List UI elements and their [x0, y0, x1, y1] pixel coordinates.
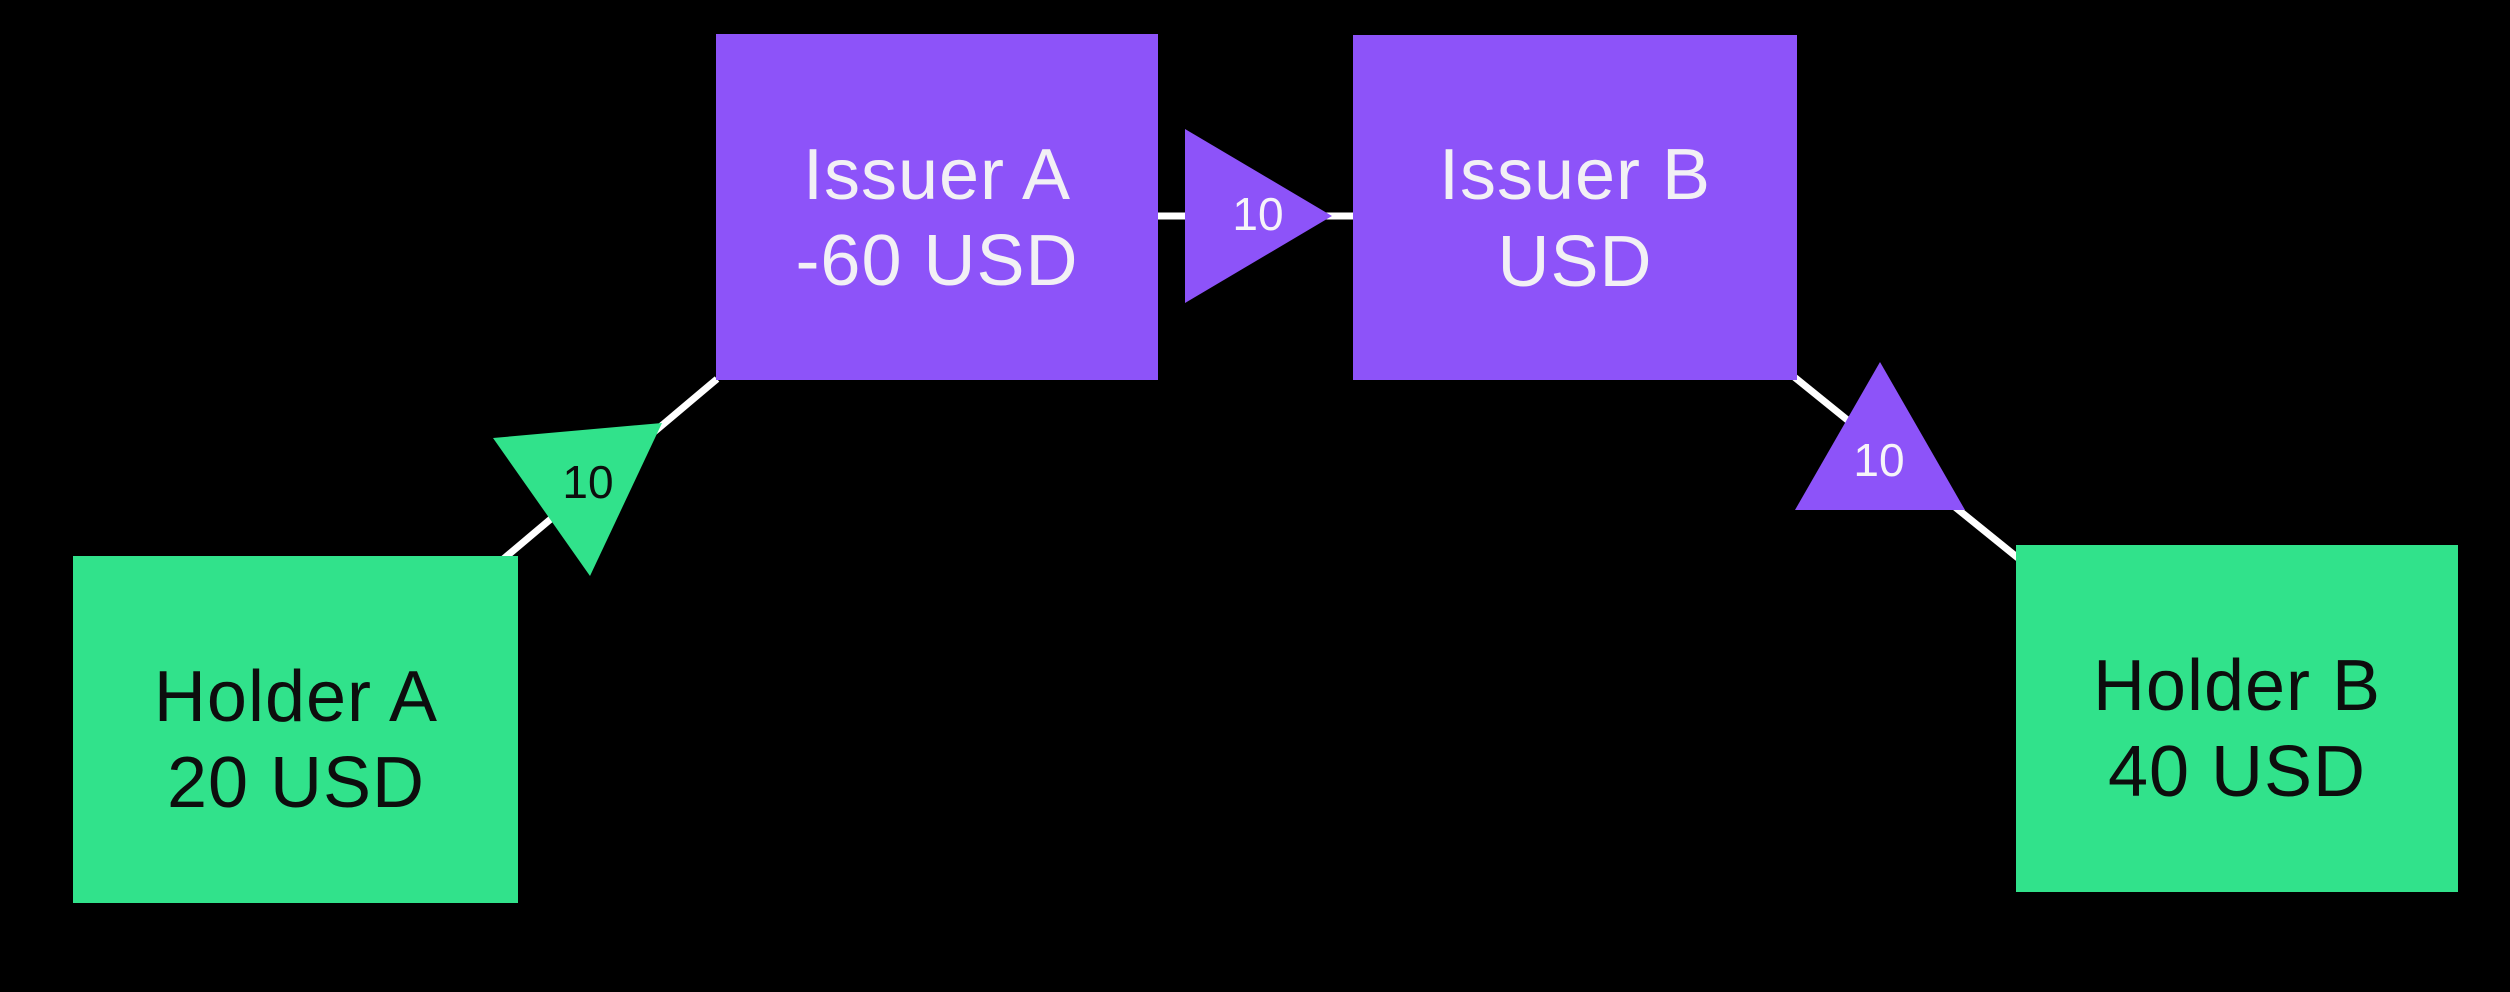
node-issuer-b-label: Issuer B — [1439, 135, 1711, 215]
node-issuer-b-box — [1353, 35, 1797, 380]
node-issuer-b: Issuer B USD — [1353, 35, 1797, 380]
node-holder-a-balance: 20 USD — [167, 743, 425, 823]
node-holder-a: Holder A 20 USD — [73, 556, 518, 903]
node-holder-a-box — [73, 556, 518, 903]
arrow-holderB-to-issuerB — [1795, 362, 1965, 510]
transfer-amount-label: 10 — [562, 456, 613, 508]
node-holder-b: Holder B 40 USD — [2016, 545, 2458, 892]
node-holder-a-label: Holder A — [154, 657, 438, 737]
node-issuer-a-label: Issuer A — [803, 135, 1071, 215]
node-holder-b-label: Holder B — [2093, 646, 2381, 726]
arrow-issuerA-to-holderA — [493, 423, 662, 576]
node-holder-b-box — [2016, 545, 2458, 892]
arrow-issuerA-to-issuerB — [1185, 129, 1332, 303]
node-issuer-a-balance: -60 USD — [795, 221, 1078, 301]
node-holder-b-balance: 40 USD — [2108, 732, 2366, 812]
node-issuer-a-box — [716, 34, 1158, 380]
node-issuer-b-balance: USD — [1497, 222, 1652, 302]
transfer-amount-label: 10 — [1232, 188, 1283, 240]
transfer-amount-label: 10 — [1853, 434, 1904, 486]
node-issuer-a: Issuer A -60 USD — [716, 34, 1158, 380]
